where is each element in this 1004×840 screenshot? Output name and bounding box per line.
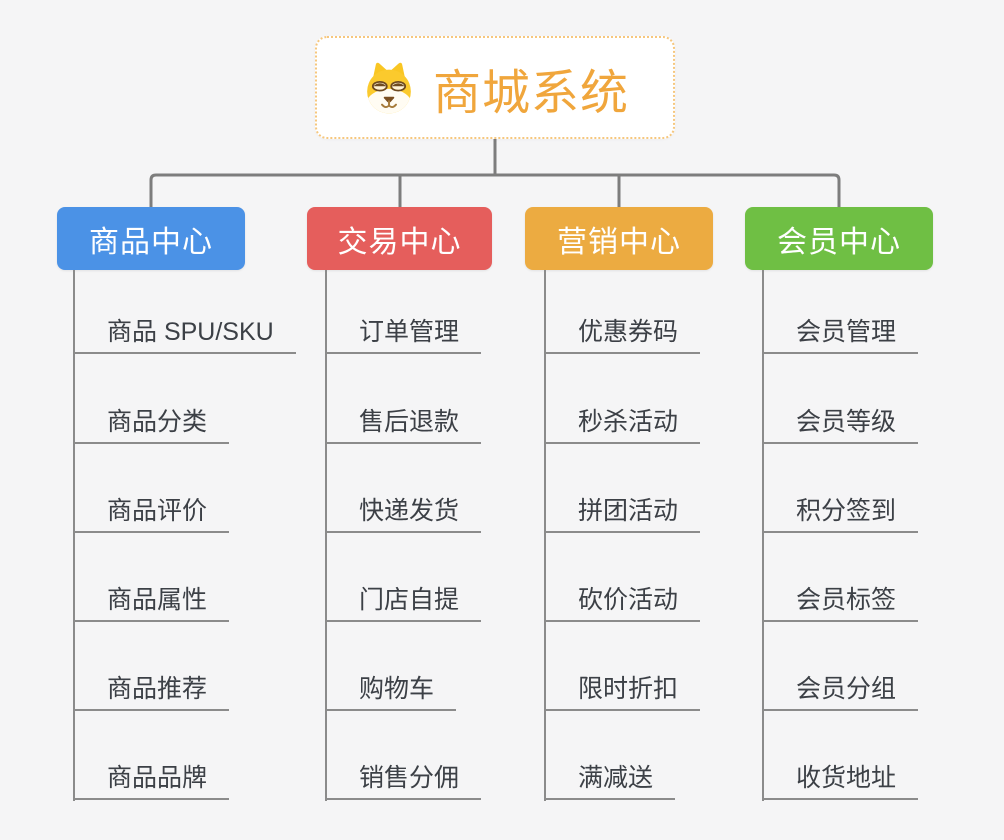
leaf-node[interactable]: 商品评价 [73, 491, 230, 533]
leaf-node[interactable]: 满减送 [544, 758, 676, 800]
leaf-node[interactable]: 积分签到 [762, 491, 919, 533]
leaf-node[interactable]: 销售分佣 [325, 758, 482, 800]
root-node[interactable]: 商城系统 [315, 36, 675, 139]
leaf-node[interactable]: 门店自提 [325, 580, 482, 622]
branch-node-label: 商品中心 [89, 225, 213, 259]
leaf-node[interactable]: 商品品牌 [73, 758, 230, 800]
leaf-node[interactable]: 商品分类 [73, 402, 230, 444]
leaf-node[interactable]: 会员管理 [762, 312, 919, 354]
branch-node-member-center[interactable]: 会员中心 [745, 207, 933, 270]
branch-spine-line [73, 270, 75, 801]
leaf-node[interactable]: 商品推荐 [73, 669, 230, 711]
leaf-node[interactable]: 商品属性 [73, 580, 230, 622]
branch-spine-line [544, 270, 546, 801]
branch-node-trade-center[interactable]: 交易中心 [307, 207, 492, 270]
root-node-label: 商城系统 [432, 66, 629, 120]
leaf-node[interactable]: 会员等级 [762, 402, 919, 444]
branch-spine-line [325, 270, 327, 801]
leaf-node[interactable]: 优惠券码 [544, 312, 701, 354]
dog-face-icon [367, 62, 411, 113]
branch-children-column-marketing: 优惠券码 秒杀活动 拼团活动 砍价活动 限时折扣 满减送 [544, 0, 701, 840]
branch-children-column-member: 会员管理 会员等级 积分签到 会员标签 会员分组 收货地址 [762, 0, 919, 840]
branch-spine-line [762, 270, 764, 801]
leaf-node[interactable]: 购物车 [325, 669, 457, 711]
leaf-node[interactable]: 商品 SPU/SKU [73, 312, 296, 354]
leaf-node[interactable]: 订单管理 [325, 312, 482, 354]
leaf-node[interactable]: 拼团活动 [544, 491, 701, 533]
leaf-node[interactable]: 收货地址 [762, 758, 919, 800]
leaf-node[interactable]: 砍价活动 [544, 580, 701, 622]
branch-node-label: 会员中心 [777, 225, 901, 259]
leaf-node[interactable]: 售后退款 [325, 402, 482, 444]
branch-node-product-center[interactable]: 商品中心 [57, 207, 245, 270]
branch-node-label: 营销中心 [557, 225, 681, 259]
leaf-node[interactable]: 快递发货 [325, 491, 482, 533]
branch-children-column-product: 商品 SPU/SKU 商品分类 商品评价 商品属性 商品推荐 商品品牌 [73, 0, 296, 840]
leaf-node[interactable]: 秒杀活动 [544, 402, 701, 444]
branch-node-label: 交易中心 [337, 225, 462, 259]
bracket-line [149, 173, 841, 207]
leaf-node[interactable]: 限时折扣 [544, 669, 701, 711]
branch-children-column-trade: 订单管理 售后退款 快递发货 门店自提 购物车 销售分佣 [325, 0, 482, 840]
leaf-node[interactable]: 会员标签 [762, 580, 919, 622]
branch-node-marketing-center[interactable]: 营销中心 [525, 207, 713, 270]
leaf-node[interactable]: 会员分组 [762, 669, 919, 711]
